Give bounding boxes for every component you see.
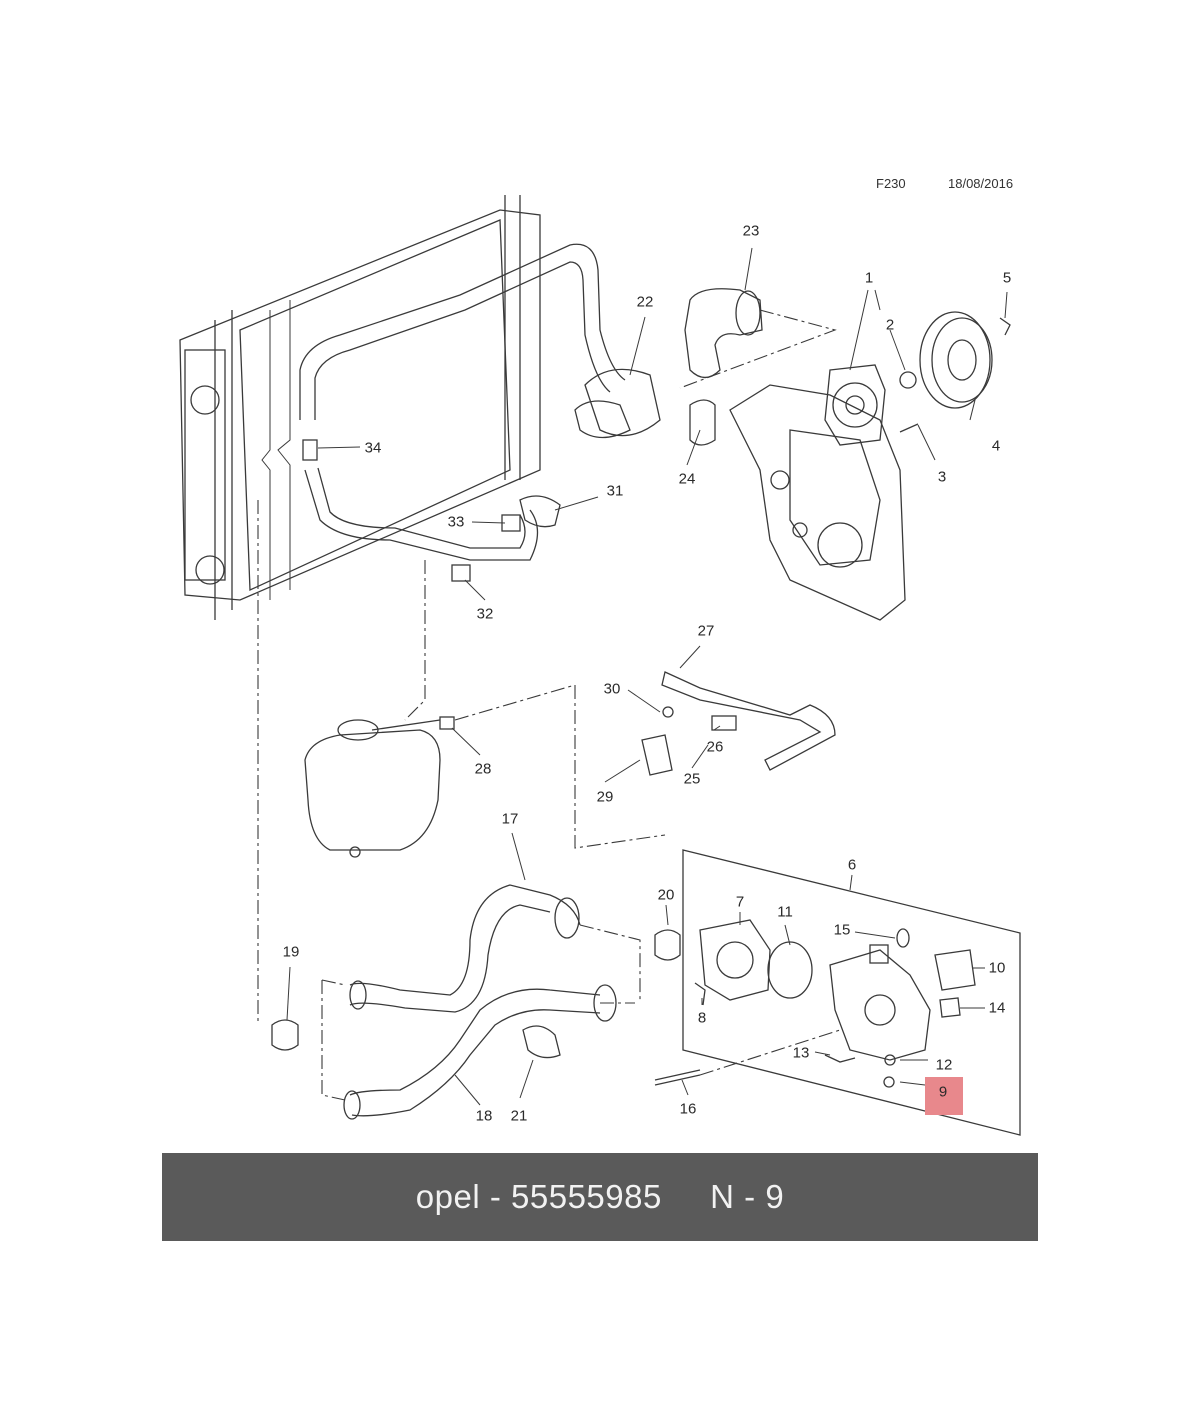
pipe-25	[641, 671, 836, 776]
callout-19: 19	[282, 943, 300, 961]
engine-cover	[729, 384, 906, 621]
part-number-text: opel - 55555985 N - 9	[415, 1178, 785, 1215]
callout-30: 30	[603, 680, 621, 698]
gasket-2	[899, 371, 917, 389]
kit-box-6	[682, 849, 1021, 1136]
callout-3: 3	[937, 468, 947, 486]
seal-11	[767, 941, 813, 999]
clip-28	[439, 716, 455, 730]
callout-26: 26	[706, 738, 724, 756]
expansion-tank	[304, 719, 441, 858]
oring-15	[896, 928, 910, 948]
callout-24: 24	[678, 470, 696, 488]
hose-17	[349, 884, 581, 1013]
callout-25: 25	[683, 770, 701, 788]
callout-7: 7	[735, 893, 745, 911]
diagram-date: 18/08/2016	[948, 176, 1014, 191]
callout-17: 17	[501, 810, 519, 828]
callout-18: 18	[475, 1107, 493, 1125]
callout-22: 22	[636, 293, 654, 311]
thermostat-7	[699, 919, 771, 1001]
callout-32: 32	[476, 605, 494, 623]
callout-33: 33	[447, 513, 465, 531]
callout-16: 16	[679, 1100, 697, 1118]
callout-8: 8	[697, 1009, 707, 1027]
callout-5: 5	[1002, 269, 1012, 287]
bolt-3	[899, 423, 919, 433]
bolt-8	[694, 982, 706, 1006]
clamp-24	[689, 399, 716, 446]
clamp-19	[271, 1019, 299, 1051]
water-pump-1	[824, 364, 886, 446]
pulley-4	[919, 311, 993, 409]
clamp-21	[522, 1025, 561, 1059]
clip-32	[451, 564, 471, 582]
callout-21: 21	[510, 1107, 528, 1125]
callout-23: 23	[742, 222, 760, 240]
washer-12	[884, 1054, 896, 1066]
housing-6	[829, 944, 931, 1061]
radiator	[179, 195, 541, 620]
diagram-code: F230	[876, 176, 906, 191]
callout-20: 20	[657, 886, 675, 904]
callout-6: 6	[847, 856, 857, 874]
callout-15: 15	[833, 921, 851, 939]
callout-34: 34	[364, 439, 382, 457]
lower-hose	[302, 439, 561, 561]
clamp-20	[654, 929, 681, 961]
callout-10: 10	[988, 959, 1006, 977]
bolt-16	[654, 1069, 701, 1086]
callout-2: 2	[885, 316, 895, 334]
callout-14: 14	[988, 999, 1006, 1017]
callout-12: 12	[935, 1056, 953, 1074]
wire-13	[824, 1054, 856, 1063]
callout-13: 13	[792, 1044, 810, 1062]
callout-1: 1	[864, 269, 874, 287]
callout-4: 4	[991, 437, 1001, 455]
part-number-banner: opel - 55555985 N - 9	[162, 1153, 1038, 1241]
callout-9: 9	[938, 1083, 948, 1101]
hose-23	[684, 288, 763, 379]
hose-18	[343, 984, 617, 1120]
plug-14	[939, 997, 961, 1018]
callout-31: 31	[606, 482, 624, 500]
bolt-5	[999, 317, 1011, 336]
gasket-10	[934, 949, 976, 991]
callout-28: 28	[474, 760, 492, 778]
callout-27: 27	[697, 622, 715, 640]
callout-highlight	[925, 1077, 963, 1115]
plug-9	[883, 1076, 895, 1088]
upper-hose-22	[299, 243, 661, 439]
callout-11: 11	[777, 903, 793, 921]
callout-29: 29	[596, 788, 614, 806]
